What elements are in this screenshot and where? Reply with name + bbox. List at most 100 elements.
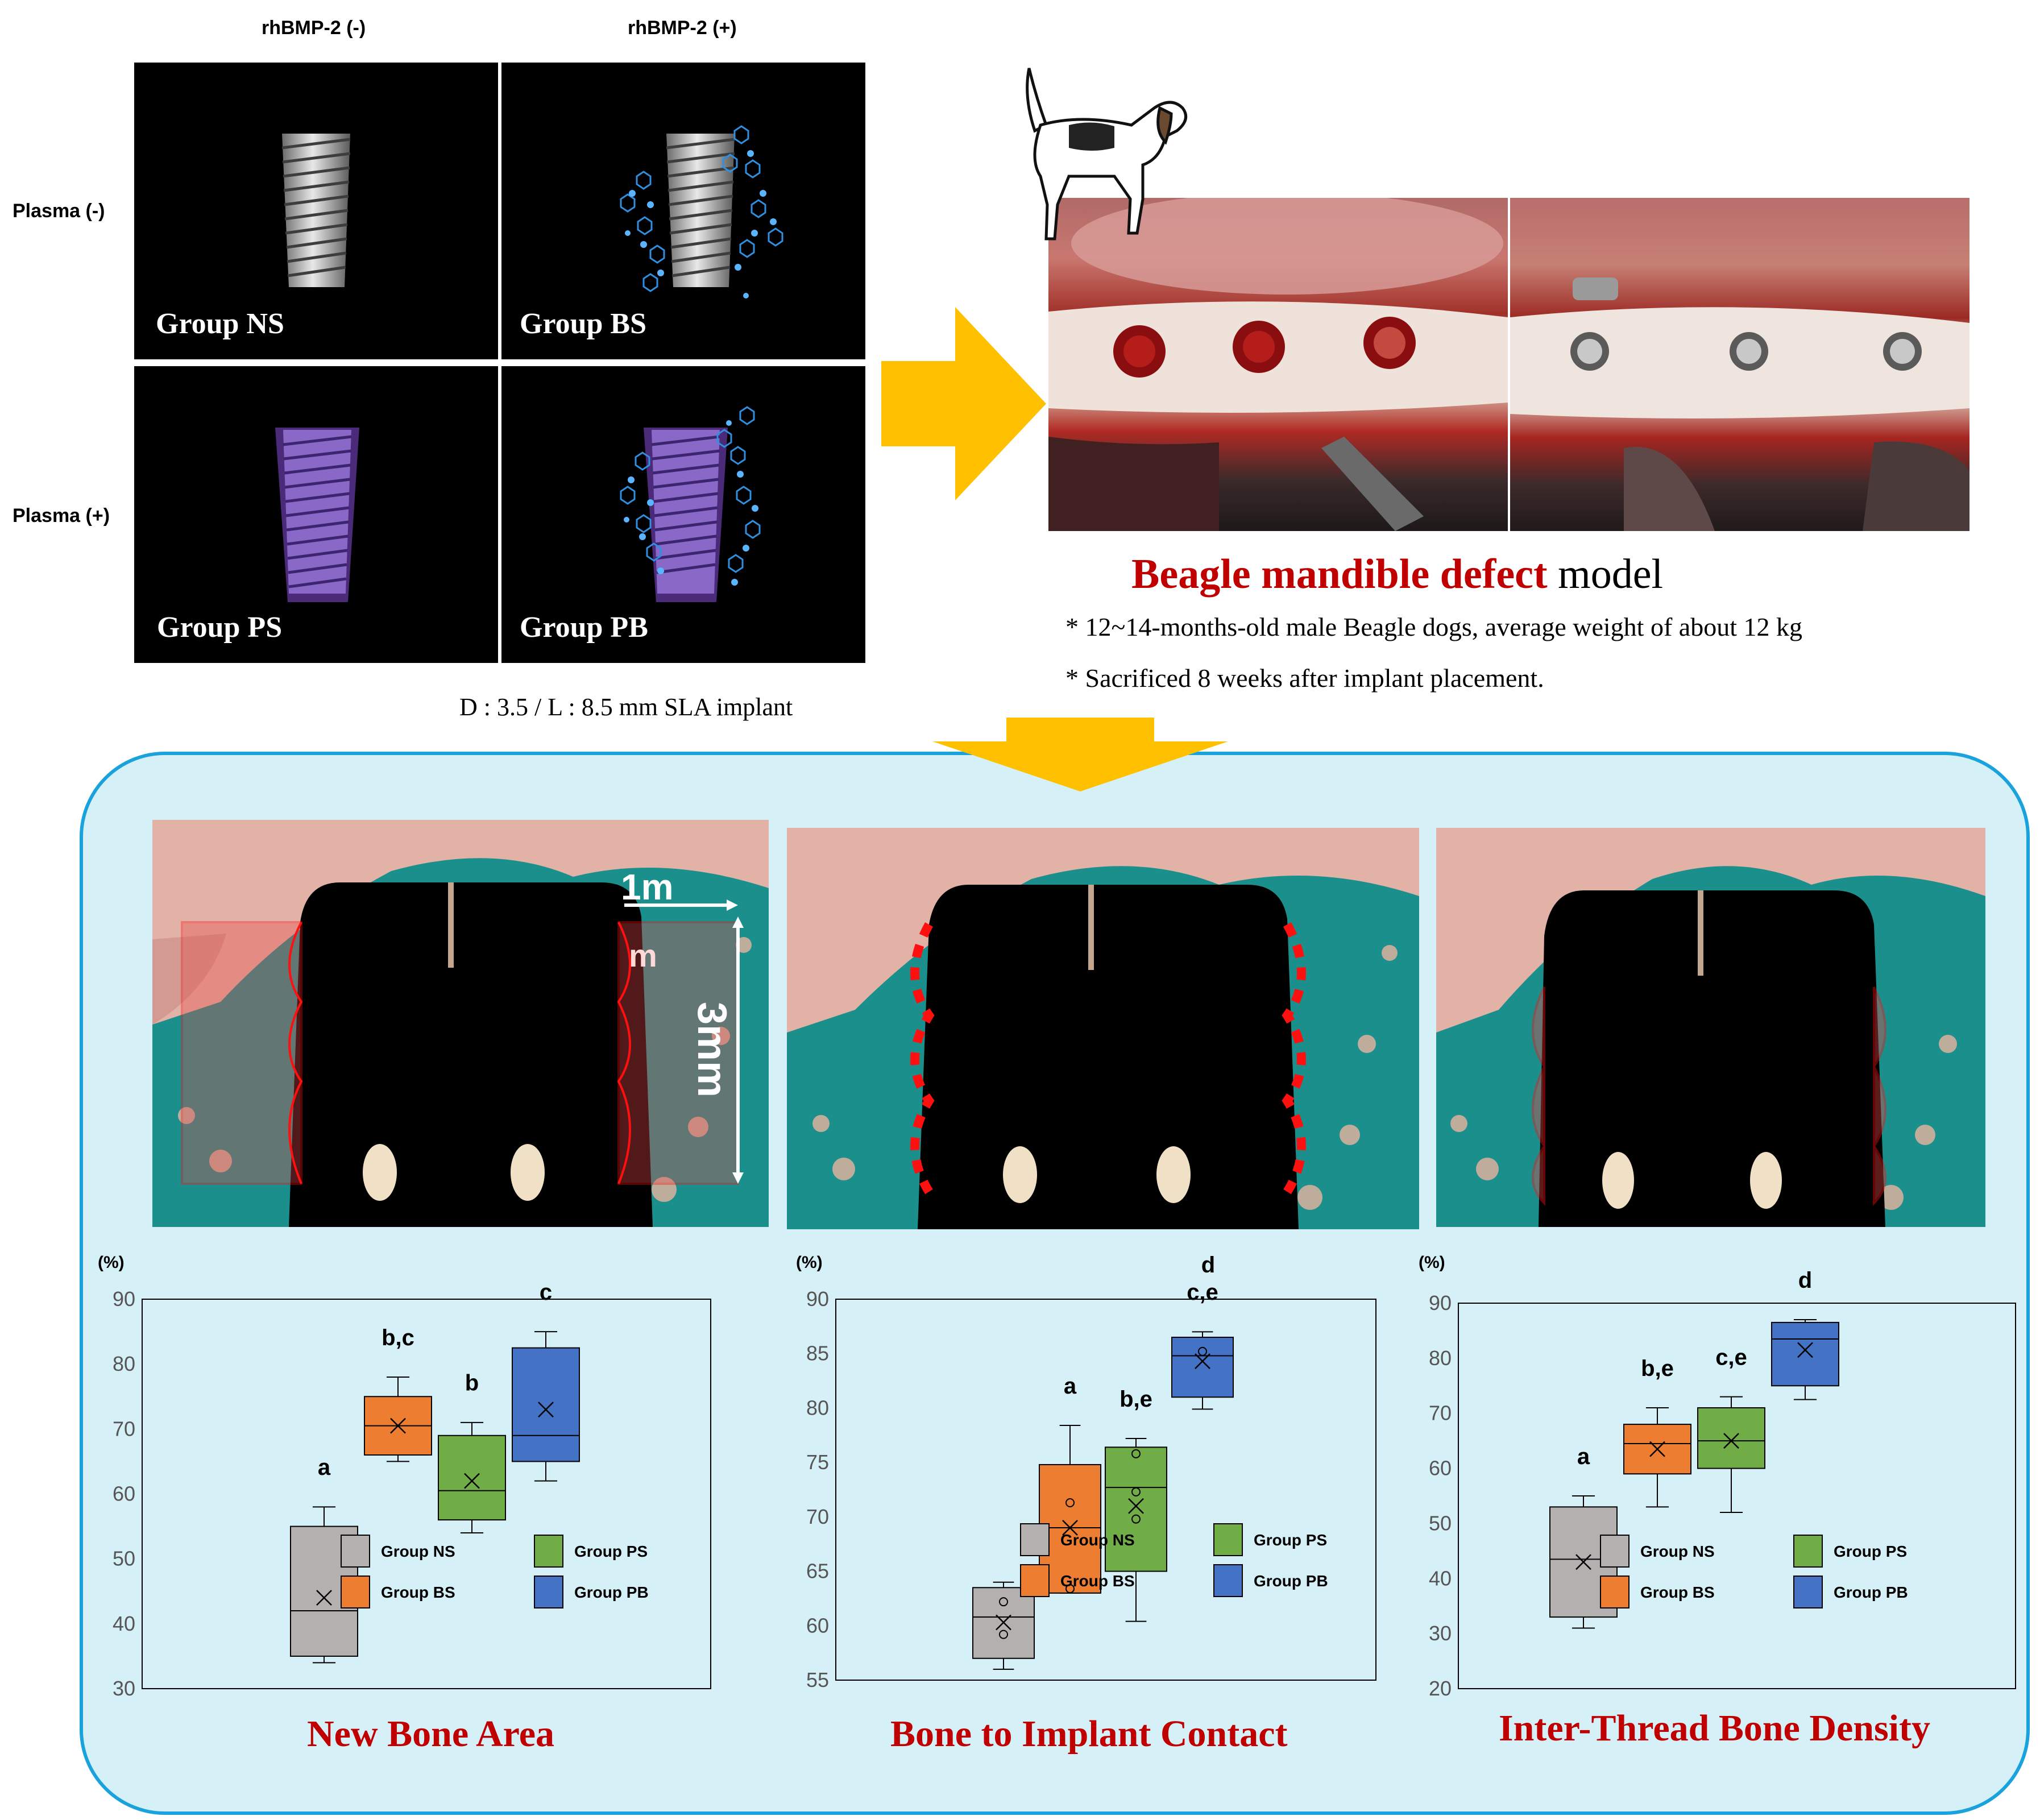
y-tick-label: 50 xyxy=(1429,1511,1452,1535)
model-note-2: * Sacrificed 8 weeks after implant place… xyxy=(1065,664,1544,693)
col-label-rhbmp-pos: rhBMP-2 (+) xyxy=(628,17,737,39)
legend-swatch xyxy=(1793,1576,1823,1608)
plain-implant-icon xyxy=(281,134,351,287)
legend-label: Group NS xyxy=(1060,1531,1135,1549)
model-title-rest: model xyxy=(1547,551,1664,598)
y-tick-label: 80 xyxy=(806,1396,829,1419)
y-tick-label: 80 xyxy=(1429,1346,1452,1370)
plasma-bmp-implant-icon xyxy=(620,406,761,602)
legend-label: Group NS xyxy=(1640,1543,1715,1560)
y-tick-label: 90 xyxy=(806,1287,829,1311)
data-point xyxy=(1131,1514,1141,1524)
row-label-plasma-neg: Plasma (-) xyxy=(13,200,105,222)
legend-label: Group BS xyxy=(1640,1583,1715,1601)
significance-letter: c xyxy=(540,1280,552,1305)
legend-swatch xyxy=(1600,1576,1629,1608)
y-tick-label: 30 xyxy=(113,1677,135,1700)
group-label-pb: Group PB xyxy=(520,611,648,644)
y-tick-label: 70 xyxy=(806,1505,829,1528)
mean-marker xyxy=(316,1590,332,1606)
y-tick-label: 30 xyxy=(1429,1622,1452,1645)
plot-frame xyxy=(835,1299,1376,1681)
legend-swatch xyxy=(534,1576,563,1608)
significance-letter: a xyxy=(318,1455,331,1480)
title-inter-thread-density: Inter-Thread Bone Density xyxy=(1499,1707,1930,1749)
box-group-ps xyxy=(1105,1446,1167,1572)
significance-letter: c,e xyxy=(1715,1345,1747,1370)
plot-frame xyxy=(142,1299,711,1689)
mean-marker xyxy=(1575,1554,1591,1570)
implant-panel-bs: Group BS xyxy=(501,63,865,359)
mean-marker xyxy=(538,1402,554,1417)
y-tick-label: 50 xyxy=(113,1547,135,1570)
y-tick-label: 65 xyxy=(806,1560,829,1583)
implant-panel-ps: Group PS xyxy=(134,366,498,663)
mean-marker xyxy=(1128,1498,1144,1514)
y-tick-label: 55 xyxy=(806,1668,829,1692)
legend-swatch xyxy=(341,1576,370,1608)
data-point xyxy=(999,1630,1008,1639)
legend-label: Group PB xyxy=(574,1583,649,1601)
legend-label: Group PS xyxy=(1254,1531,1327,1549)
y-tick-label: 90 xyxy=(113,1287,135,1311)
legend-swatch xyxy=(1793,1535,1823,1568)
y-tick-label: 60 xyxy=(806,1614,829,1637)
mean-marker xyxy=(1797,1342,1813,1358)
legend-swatch xyxy=(341,1535,370,1568)
model-title: Beagle mandible defect model xyxy=(1131,550,1663,599)
y-axis-unit-label: (%) xyxy=(98,1253,125,1272)
implant-panel-ns: Group NS xyxy=(134,63,498,359)
mean-marker xyxy=(390,1417,406,1434)
dim-width-wrap-label: m xyxy=(629,938,657,973)
y-tick-label: 75 xyxy=(806,1450,829,1474)
group-label-bs: Group BS xyxy=(520,308,647,340)
data-point xyxy=(1065,1498,1075,1507)
dim-height-label: 3mm xyxy=(689,1002,735,1097)
title-bone-implant-contact: Bone to Implant Contact xyxy=(890,1713,1288,1755)
box-group-pb xyxy=(1771,1321,1839,1387)
y-axis-unit-label: (%) xyxy=(796,1253,823,1272)
y-tick-label: 80 xyxy=(113,1352,135,1375)
surgery-photo-right xyxy=(1510,198,1969,531)
mean-marker xyxy=(464,1473,480,1489)
data-point xyxy=(999,1597,1008,1607)
legend-label: Group BS xyxy=(1060,1572,1135,1590)
data-point xyxy=(1131,1487,1141,1496)
y-tick-label: 70 xyxy=(113,1417,135,1440)
arrow-down-icon xyxy=(932,718,1228,791)
legend-swatch xyxy=(1213,1564,1243,1597)
implant-panel-pb: Group PB xyxy=(501,366,865,663)
y-tick-label: 85 xyxy=(806,1342,829,1365)
arrow-right-icon xyxy=(881,307,1046,500)
significance-letter: d xyxy=(1798,1268,1812,1293)
histology-new-bone-area: 1m m 3mm xyxy=(152,820,769,1227)
legend-swatch xyxy=(1020,1523,1050,1556)
y-tick-label: 20 xyxy=(1429,1677,1452,1700)
bmp-coated-implant-icon xyxy=(620,125,783,299)
y-tick-label: 60 xyxy=(1429,1457,1452,1480)
legend-swatch xyxy=(1213,1523,1243,1556)
y-tick-label: 70 xyxy=(1429,1402,1452,1425)
model-note-1: * 12~14-months-old male Beagle dogs, ave… xyxy=(1065,612,1802,641)
mean-marker xyxy=(1062,1520,1078,1536)
title-new-bone-area: New Bone Area xyxy=(307,1713,555,1755)
significance-letter: a xyxy=(1577,1444,1590,1469)
legend-label: Group BS xyxy=(381,1583,455,1601)
significance-letter: b,e xyxy=(1119,1387,1152,1412)
data-point xyxy=(1065,1584,1075,1594)
surgery-photo-left xyxy=(1048,198,1508,531)
significance-letter: b xyxy=(465,1371,479,1396)
legend-swatch xyxy=(534,1535,563,1568)
col-label-rhbmp-neg: rhBMP-2 (-) xyxy=(262,17,366,39)
box-group-pb xyxy=(512,1347,580,1462)
y-tick-label: 40 xyxy=(1429,1566,1452,1590)
mean-marker xyxy=(1649,1441,1665,1457)
histology-inter-thread-density xyxy=(1436,828,1985,1227)
y-axis-unit-label: (%) xyxy=(1419,1253,1445,1272)
histology-bone-implant-contact xyxy=(787,828,1419,1229)
legend-label: Group NS xyxy=(381,1543,455,1560)
significance-letter: a xyxy=(1064,1374,1077,1399)
mean-marker xyxy=(1723,1433,1739,1449)
